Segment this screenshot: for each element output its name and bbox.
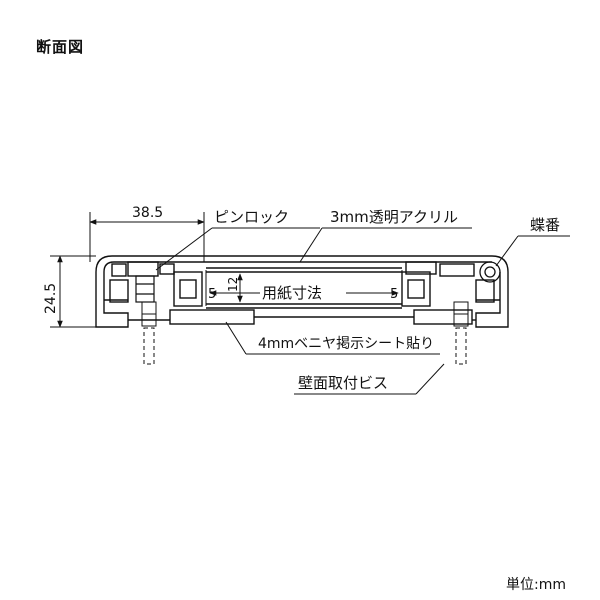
inner-dimensions: [205, 270, 403, 306]
height-dimension: [50, 255, 96, 328]
depth-label: 12: [226, 277, 240, 292]
width-dimension: [89, 212, 205, 262]
acrylic-label: 3mm透明アクリル: [330, 208, 458, 226]
backing-label: 4mmベニヤ掲示シート貼り: [258, 336, 434, 352]
wall-screw-left: [141, 301, 157, 365]
hinge-label: 蝶番: [530, 216, 560, 234]
leader-lines: [155, 227, 570, 395]
height-dimension-label: 24.5: [43, 283, 59, 314]
unit-label: 単位:mm: [506, 577, 566, 593]
gap-right-label: 5: [390, 287, 398, 302]
width-dimension-label: 38.5: [132, 205, 163, 221]
pin-lock: [135, 275, 155, 303]
wall-screw-right: [453, 301, 469, 365]
paper-size-label: 用紙寸法: [262, 284, 322, 302]
hinge: [479, 261, 501, 283]
page-title: 断面図: [36, 38, 85, 56]
pin-lock-label: ピンロック: [214, 208, 289, 226]
wall-screw-label: 壁面取付ビス: [298, 374, 388, 392]
gap-left-label: 5: [208, 287, 216, 302]
